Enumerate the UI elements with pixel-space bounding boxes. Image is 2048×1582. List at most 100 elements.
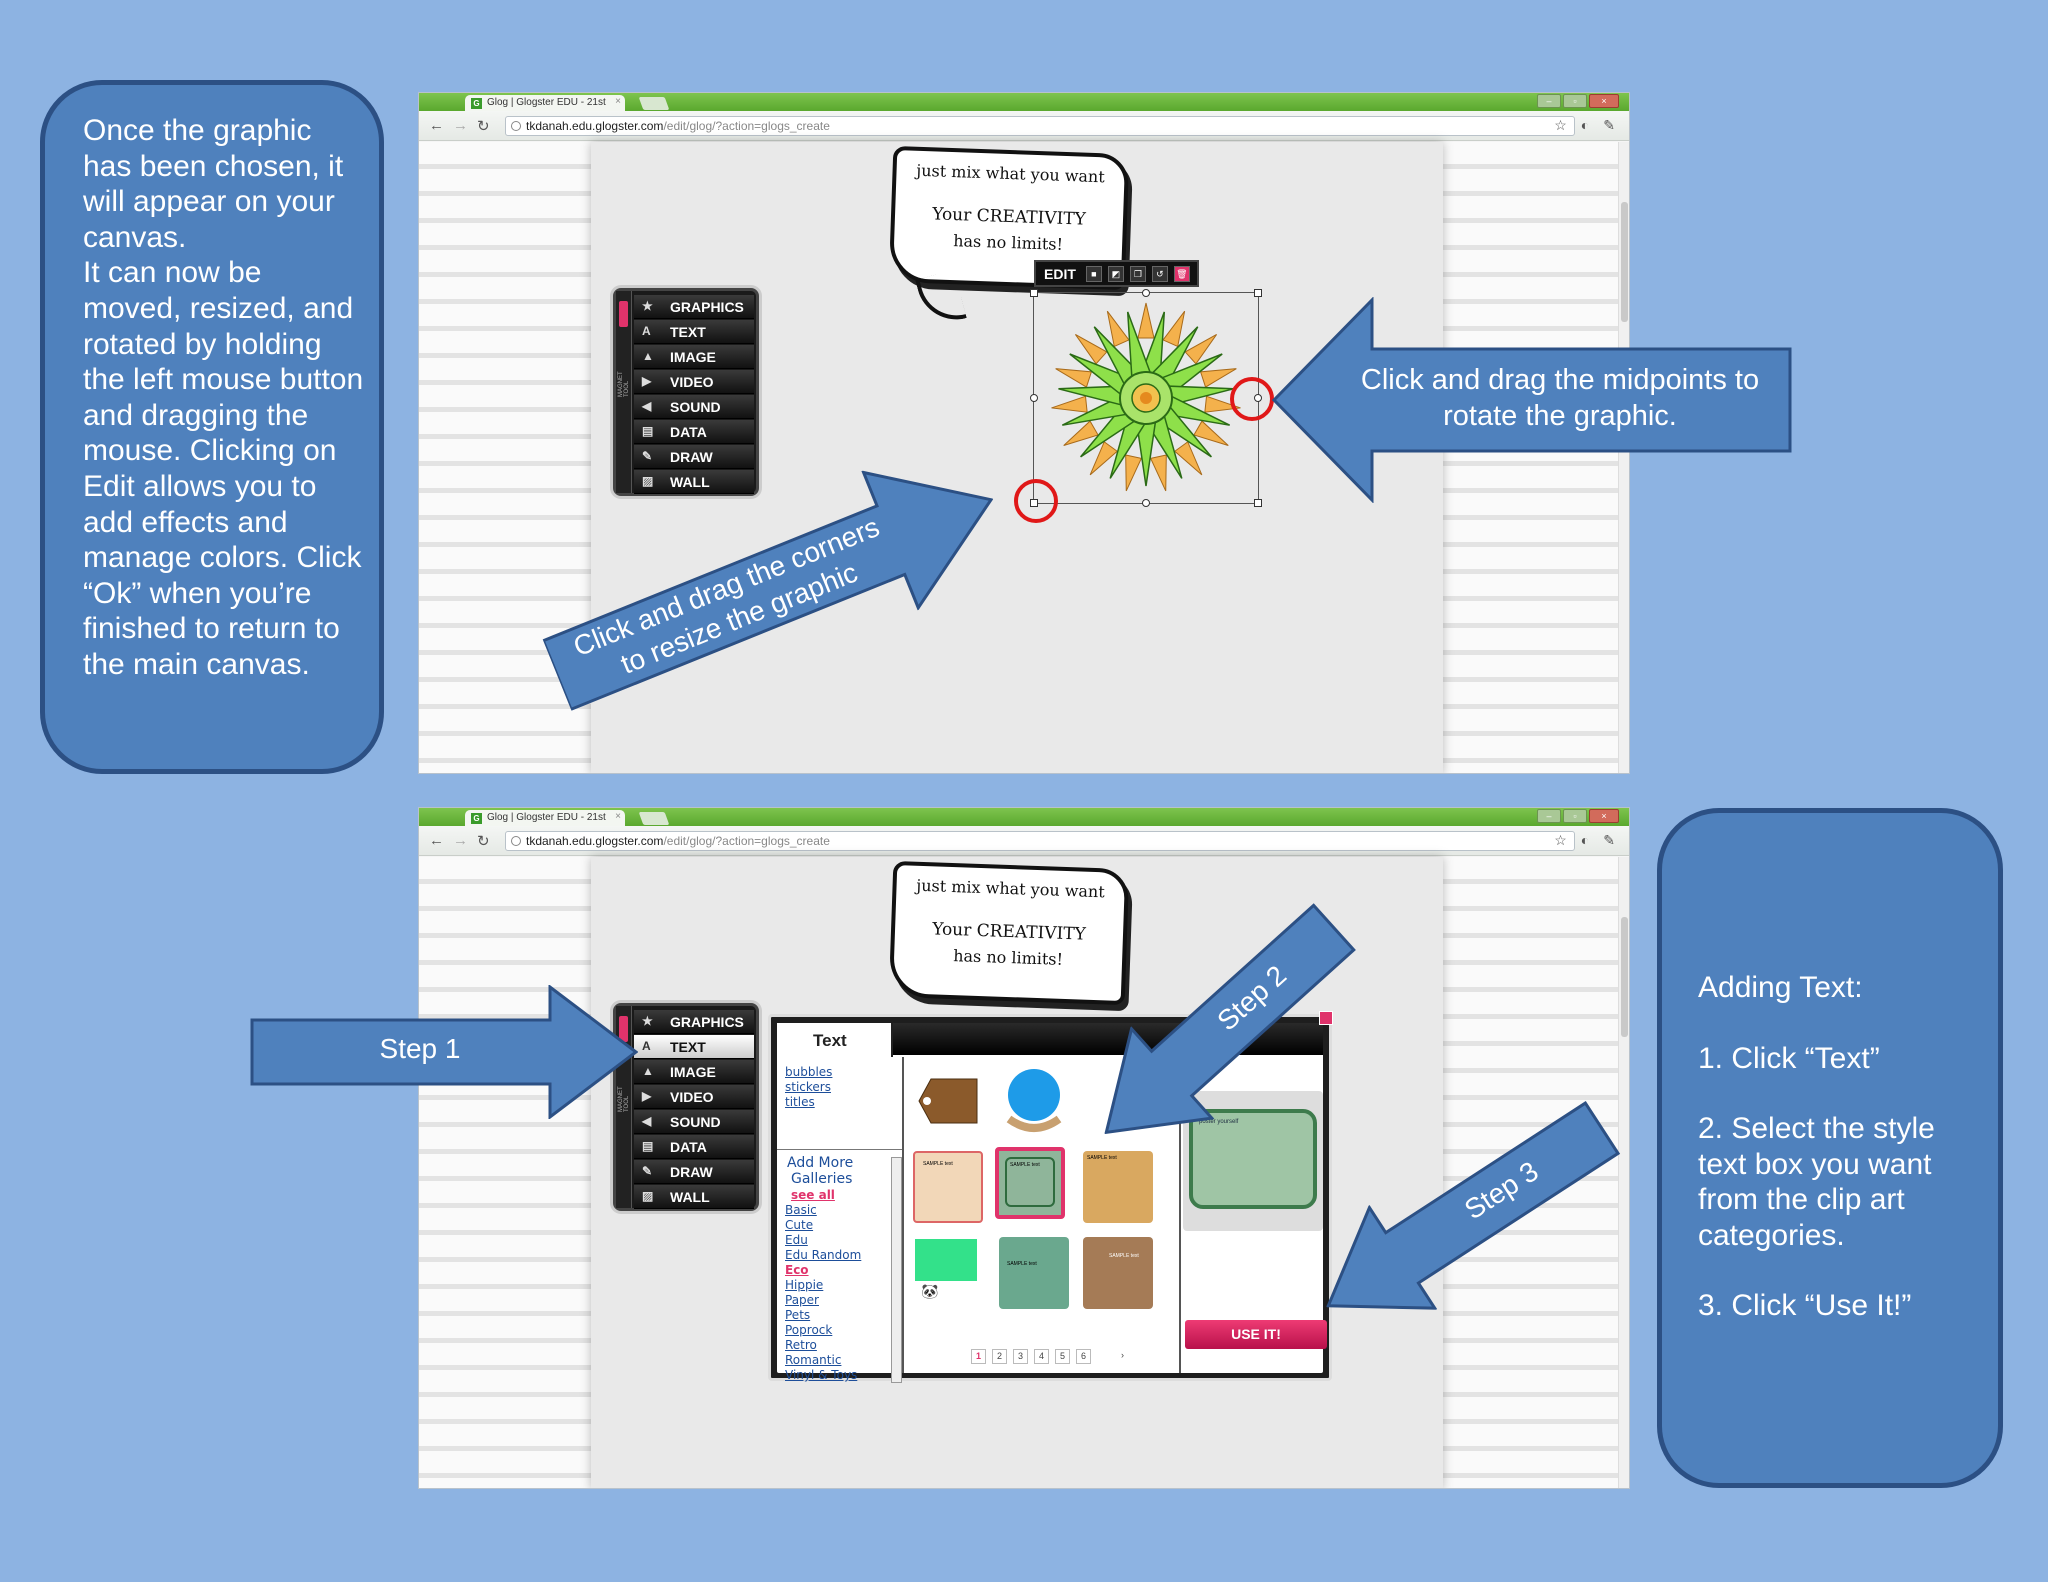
extension-icon[interactable]: ◐: [1580, 117, 1590, 133]
category-paper[interactable]: Paper: [785, 1293, 819, 1307]
rotate-handle-top[interactable]: [1142, 289, 1150, 297]
thumb-tag[interactable]: [913, 1065, 983, 1137]
add-more-galleries-line-2[interactable]: Galleries: [791, 1171, 853, 1187]
page-5[interactable]: 5: [1055, 1349, 1070, 1364]
close-window-button[interactable]: ×: [1589, 94, 1619, 108]
bubble-line-3: has no limits!: [952, 231, 1064, 254]
magnet-item-video[interactable]: ▶VIDEO: [634, 370, 754, 394]
bookmark-star-icon[interactable]: ☆: [1554, 832, 1567, 848]
page-3[interactable]: 3: [1013, 1349, 1028, 1364]
magnet-item-sound[interactable]: ◀SOUND: [634, 395, 754, 419]
undo-icon[interactable]: ↺: [1151, 265, 1168, 282]
category-hippie[interactable]: Hippie: [785, 1278, 824, 1292]
category-edu[interactable]: Edu: [785, 1233, 808, 1247]
back-arrow-icon[interactable]: ←: [429, 832, 444, 849]
page-scrollbar-2[interactable]: [1618, 857, 1629, 1488]
selected-flower-graphic[interactable]: [1030, 289, 1262, 507]
magnet-item-image[interactable]: ▲IMAGE: [634, 345, 754, 369]
layer-icon[interactable]: ◩: [1107, 265, 1124, 282]
thumb-green-note[interactable]: 🐼: [913, 1237, 983, 1309]
thumb-green-frame-selected[interactable]: SAMPLE text: [995, 1147, 1065, 1219]
magnet-item-image[interactable]: ▲IMAGE: [634, 1060, 754, 1084]
resize-handle-bottom-right[interactable]: [1254, 499, 1262, 507]
page-1[interactable]: 1: [971, 1349, 986, 1364]
maximize-button-2[interactable]: ▫: [1563, 809, 1587, 823]
use-it-button[interactable]: USE IT!: [1185, 1320, 1327, 1349]
category-scrollbar[interactable]: [891, 1157, 902, 1383]
category-romantic[interactable]: Romantic: [785, 1353, 842, 1367]
category-vinyl-toys[interactable]: Vinyl & Toys: [785, 1368, 858, 1382]
pencil-icon: ✎: [642, 1164, 653, 1178]
thumb-globe[interactable]: [999, 1065, 1069, 1137]
address-bar[interactable]: tkdanah.edu.glogster.com/edit/glog/?acti…: [505, 116, 1575, 136]
add-more-galleries-line-1[interactable]: Add More: [787, 1155, 854, 1171]
maximize-button[interactable]: ▫: [1563, 94, 1587, 108]
see-all-link[interactable]: see all: [791, 1188, 835, 1202]
forward-arrow-icon[interactable]: →: [453, 832, 468, 849]
minimize-button-2[interactable]: –: [1537, 809, 1561, 823]
magnet-item-graphics[interactable]: ★GRAPHICS: [634, 295, 754, 319]
category-eco[interactable]: Eco: [785, 1263, 809, 1277]
resize-handle-top-right[interactable]: [1254, 289, 1262, 297]
category-basic[interactable]: Basic: [785, 1203, 817, 1217]
new-tab-button[interactable]: [638, 97, 670, 110]
resize-handle-top-left[interactable]: [1030, 289, 1038, 297]
thumb-bark[interactable]: SAMPLE text: [1083, 1237, 1153, 1309]
new-tab-button-2[interactable]: [638, 812, 670, 825]
category-edu-random[interactable]: Edu Random: [785, 1248, 862, 1262]
magnet-item-wall[interactable]: ▨WALL: [634, 1185, 754, 1209]
tab-text[interactable]: Text: [777, 1023, 893, 1057]
close-panel-button[interactable]: [1319, 1011, 1333, 1025]
adding-text-step-1: 1. Click “Text”: [1698, 1041, 1880, 1075]
page-4[interactable]: 4: [1034, 1349, 1049, 1364]
bring-forward-icon[interactable]: ■: [1085, 265, 1102, 282]
thumb-teal-stamp[interactable]: SAMPLE text: [999, 1237, 1069, 1309]
link-titles[interactable]: titles: [785, 1095, 815, 1109]
page-6[interactable]: 6: [1076, 1349, 1091, 1364]
page-2[interactable]: 2: [992, 1349, 1007, 1364]
magnet-item-data[interactable]: ▤DATA: [634, 1135, 754, 1159]
thumb-wood[interactable]: SAMPLE text: [1083, 1151, 1153, 1223]
magnet-item-wall[interactable]: ▨WALL: [634, 470, 754, 494]
browser-tab[interactable]: G Glog | Glogster EDU - 21st ×: [465, 95, 625, 111]
next-page-chevron-icon[interactable]: ›: [1121, 1350, 1124, 1360]
close-window-button-2[interactable]: ×: [1589, 809, 1619, 823]
close-tab-icon[interactable]: ×: [615, 811, 621, 822]
rotate-handle-bottom[interactable]: [1142, 499, 1150, 507]
bookmark-star-icon[interactable]: ☆: [1554, 117, 1567, 133]
magnet-item-draw[interactable]: ✎DRAW: [634, 445, 754, 469]
page-scrollbar[interactable]: [1618, 142, 1629, 773]
address-bar-2[interactable]: tkdanah.edu.glogster.com/edit/glog/?acti…: [505, 831, 1575, 851]
rotate-handle-left[interactable]: [1030, 394, 1038, 402]
magnet-item-draw[interactable]: ✎DRAW: [634, 1160, 754, 1184]
browser-tab-2[interactable]: G Glog | Glogster EDU - 21st ×: [465, 810, 625, 826]
close-tab-icon[interactable]: ×: [615, 96, 621, 107]
thumb-paper-red[interactable]: SAMPLE text: [913, 1151, 983, 1223]
magnet-item-video[interactable]: ▶VIDEO: [634, 1085, 754, 1109]
category-cute[interactable]: Cute: [785, 1218, 814, 1232]
trash-icon[interactable]: 🗑: [1173, 265, 1190, 282]
category-pets[interactable]: Pets: [785, 1308, 811, 1322]
duplicate-icon[interactable]: ❐: [1129, 265, 1146, 282]
forward-arrow-icon[interactable]: →: [453, 117, 468, 134]
url-path-2: /edit/glog/?action=glogs_create: [663, 834, 830, 848]
link-bubbles[interactable]: bubbles: [785, 1065, 833, 1079]
back-arrow-icon[interactable]: ←: [429, 117, 444, 134]
magnet-item-sound[interactable]: ◀SOUND: [634, 1110, 754, 1134]
magnet-item-data[interactable]: ▤DATA: [634, 420, 754, 444]
wrench-menu-icon[interactable]: ✎: [1603, 117, 1615, 133]
edit-button[interactable]: EDIT: [1044, 265, 1076, 282]
magnet-item-graphics[interactable]: ★GRAPHICS: [634, 1010, 754, 1034]
link-stickers[interactable]: stickers: [785, 1080, 831, 1094]
category-poprock[interactable]: Poprock: [785, 1323, 833, 1337]
reload-icon[interactable]: ↻: [477, 118, 490, 135]
minimize-button[interactable]: –: [1537, 94, 1561, 108]
category-retro[interactable]: Retro: [785, 1338, 817, 1352]
glog-canvas[interactable]: just mix what you want Your CREATIVITY h…: [591, 142, 1443, 773]
wrench-menu-icon[interactable]: ✎: [1603, 832, 1615, 848]
extension-icon[interactable]: ◐: [1580, 832, 1590, 848]
speech-bubble-graphic-2[interactable]: just mix what you want Your CREATIVITY h…: [888, 860, 1130, 1006]
reload-icon[interactable]: ↻: [477, 833, 490, 850]
